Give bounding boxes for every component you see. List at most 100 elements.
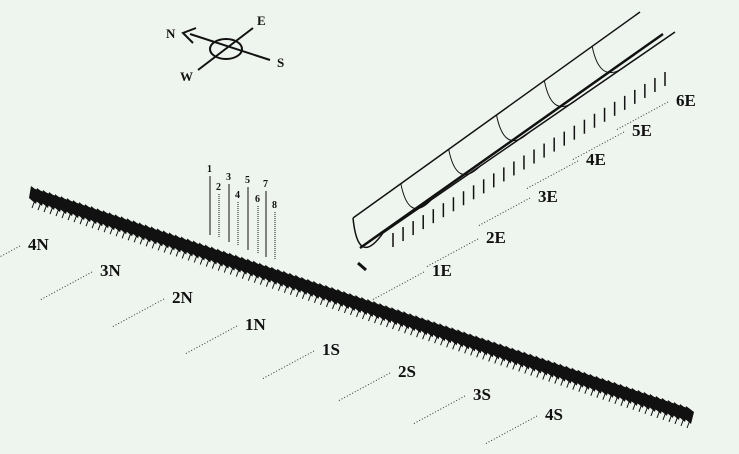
leader-line <box>261 350 315 380</box>
leader-line <box>111 298 165 328</box>
collector-leg <box>458 343 463 352</box>
collector-leg <box>217 262 222 271</box>
collector-leg <box>596 389 601 398</box>
collector-leg <box>313 294 318 304</box>
collector-leg <box>482 351 487 360</box>
collector-leg <box>506 359 511 368</box>
collector-leg <box>410 326 415 336</box>
collector-leg <box>632 401 637 411</box>
collector-leg <box>253 274 258 283</box>
collector-leg <box>139 236 144 245</box>
collector-leg <box>662 411 667 421</box>
leader-line <box>337 372 391 402</box>
collector-leg <box>151 240 156 249</box>
collector-leg <box>145 238 150 247</box>
collector-leg <box>301 290 306 300</box>
trough-segment-rib <box>400 183 433 210</box>
compass-north-label: N <box>166 26 176 41</box>
section-label: 3S <box>473 385 491 404</box>
section-label: 2N <box>172 288 194 307</box>
collector-leg <box>380 316 385 326</box>
compass-rose <box>181 27 271 71</box>
collector-leg <box>319 296 324 306</box>
leader-line <box>412 395 466 425</box>
leader-line <box>615 101 669 131</box>
collector-leg <box>325 298 330 308</box>
collector-plate <box>684 406 694 424</box>
collector-leg <box>79 215 84 225</box>
parabolic-trough <box>352 11 676 272</box>
collector-leg <box>554 375 559 384</box>
section-label: 4E <box>586 150 606 169</box>
collector-leg <box>157 242 162 251</box>
collector-leg <box>283 284 288 293</box>
collector-leg <box>392 320 397 330</box>
collector-leg <box>133 234 138 243</box>
north-arrow-icon <box>181 27 197 44</box>
collector-leg <box>542 371 547 380</box>
sensor-number: 2 <box>216 182 221 193</box>
collector-leg <box>175 248 180 257</box>
collector-leg <box>109 226 114 235</box>
collector-leg <box>650 407 655 417</box>
sensor-number: 5 <box>245 175 250 186</box>
sensor-number: 3 <box>226 172 231 183</box>
trough-support <box>357 261 367 272</box>
collector-leg <box>602 391 607 400</box>
collector-leg <box>163 244 168 253</box>
collector-leg <box>295 288 300 297</box>
leader-line <box>39 271 93 301</box>
collector-leg <box>247 272 252 281</box>
section-label: 1E <box>432 261 452 280</box>
collector-leg <box>229 266 234 275</box>
collector-row <box>29 186 694 429</box>
collector-leg <box>614 395 619 404</box>
collector-leg <box>536 369 541 378</box>
collector-leg <box>307 292 312 302</box>
compass-ellipse <box>209 38 243 60</box>
collector-leg <box>85 217 90 227</box>
leader-line <box>484 415 538 445</box>
collector-leg <box>187 252 192 261</box>
collector-leg <box>344 304 348 314</box>
collector-leg <box>43 203 48 213</box>
collector-leg <box>584 385 589 394</box>
section-label: 4N <box>28 235 50 254</box>
trough-receiver-tube <box>359 32 664 250</box>
sensor-number: 4 <box>235 190 240 201</box>
section-label: 2S <box>398 362 416 381</box>
collector-leg <box>37 201 42 211</box>
collector-module <box>684 406 694 429</box>
collector-leg <box>524 365 529 374</box>
leader-line <box>525 160 579 190</box>
collector-leg <box>644 405 649 415</box>
collector-leg <box>488 353 493 362</box>
collector-leg <box>356 308 360 318</box>
collector-leg <box>121 230 126 239</box>
collector-leg <box>49 205 54 215</box>
collector-leg <box>115 228 120 237</box>
leader-line <box>477 197 531 227</box>
collector-leg <box>181 250 186 259</box>
collector-leg <box>686 419 691 429</box>
sensor-number: 6 <box>255 194 260 205</box>
collector-leg <box>494 355 499 364</box>
collector-leg <box>674 415 679 425</box>
collector-leg <box>205 258 210 267</box>
collector-leg <box>259 276 264 285</box>
collector-leg <box>235 268 240 277</box>
collector-leg <box>626 399 631 408</box>
leader-line <box>371 271 425 301</box>
collector-leg <box>422 331 427 340</box>
collector-leg <box>331 300 336 310</box>
leader-line <box>425 238 479 268</box>
collector-leg <box>103 224 108 233</box>
collector-leg <box>476 349 481 358</box>
collector-leg <box>434 335 439 344</box>
collector-leg <box>350 306 354 316</box>
collector-leg <box>518 363 523 372</box>
trough-segment-rib <box>591 46 627 74</box>
